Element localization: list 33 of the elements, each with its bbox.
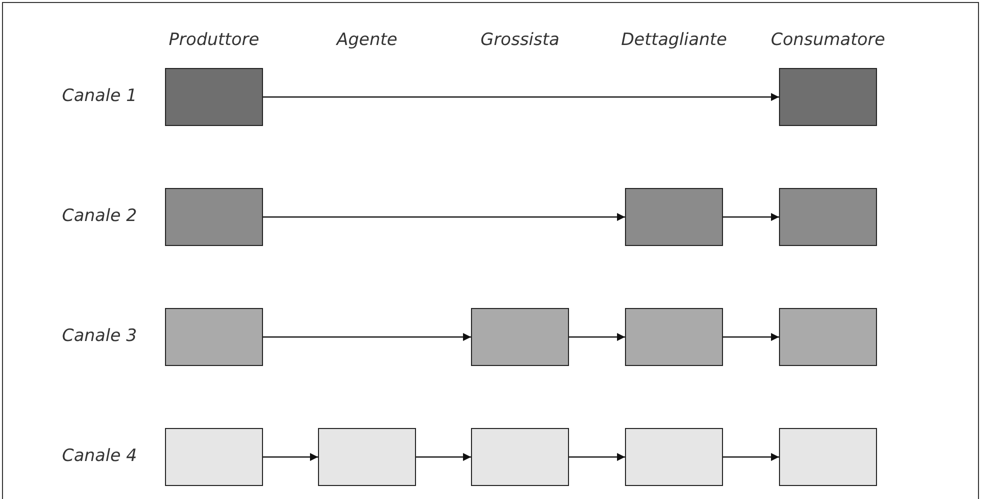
box (625, 428, 723, 486)
box (165, 308, 263, 366)
box (318, 428, 416, 486)
box (165, 428, 263, 486)
box (625, 308, 723, 366)
box (625, 188, 723, 246)
row-label: Canale 2 (62, 206, 137, 226)
column-header: Grossista (480, 30, 560, 50)
box (471, 428, 569, 486)
column-header: Dettagliante (621, 30, 727, 50)
box (165, 68, 263, 126)
row-label: Canale 3 (62, 326, 137, 346)
arrow (263, 93, 779, 101)
arrow (569, 453, 625, 461)
column-header: Agente (336, 30, 398, 50)
box (165, 188, 263, 246)
arrow (263, 333, 471, 341)
box (779, 428, 877, 486)
arrow (416, 453, 471, 461)
arrow (723, 453, 779, 461)
row-label: Canale 1 (62, 86, 137, 106)
arrow (569, 333, 625, 341)
arrow (723, 333, 779, 341)
arrow (723, 213, 779, 221)
box (779, 188, 877, 246)
column-header: Consumatore (770, 30, 886, 50)
box (471, 308, 569, 366)
box (779, 68, 877, 126)
arrow (263, 453, 318, 461)
box (779, 308, 877, 366)
row-label: Canale 4 (62, 446, 137, 466)
arrow (263, 213, 625, 221)
column-header: Produttore (168, 30, 260, 50)
